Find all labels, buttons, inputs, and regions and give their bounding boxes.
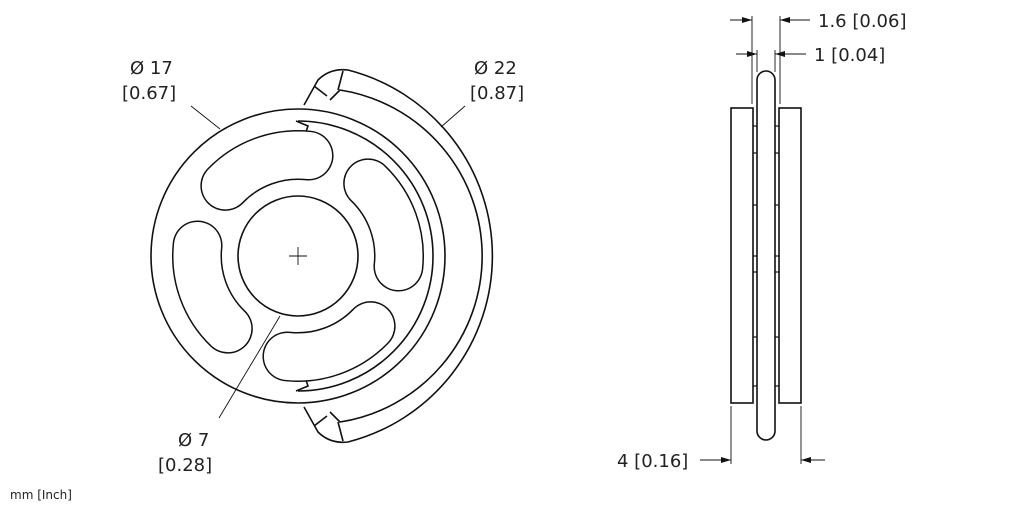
kidney-slot xyxy=(263,302,395,381)
dim-core-label: 1 [0.04] xyxy=(814,45,885,66)
front-view: Ø 17 [0.67] Ø 22 [0.87] Ø 7 [0.28] xyxy=(122,58,524,476)
kidney-slot xyxy=(201,131,333,210)
dim-ring-label: Ø 22 xyxy=(474,58,517,79)
kidney-slot xyxy=(344,159,423,291)
outer-ring-segment xyxy=(303,68,494,444)
notch-top xyxy=(295,120,309,133)
dim-outer-inch: [0.67] xyxy=(122,83,176,104)
leader-bore xyxy=(218,315,281,419)
kidney-slots xyxy=(172,130,424,382)
side-view: 1.6 [0.06] 1 [0.04] 4 [0.16] xyxy=(617,11,906,472)
dim-gap-label: 1.6 [0.06] xyxy=(818,11,906,32)
right-plate xyxy=(778,107,802,404)
dim-bore-inch: [0.28] xyxy=(158,455,212,476)
leader-outer xyxy=(190,105,221,130)
center-bore xyxy=(237,195,359,317)
dim-width-label: 4 [0.16] xyxy=(617,451,688,472)
center-mark-icon xyxy=(289,247,307,265)
disc-outline xyxy=(150,108,446,404)
dim-ring-inch: [0.87] xyxy=(470,83,524,104)
inner-ring-edge xyxy=(297,120,434,392)
left-plate xyxy=(730,107,754,404)
segment-ticks xyxy=(753,125,779,387)
kidney-slot xyxy=(173,221,252,353)
dim-bore-label: Ø 7 xyxy=(178,430,209,451)
leader-ring xyxy=(440,105,466,128)
dim-outer-label: Ø 17 xyxy=(130,58,173,79)
units-note: mm [Inch] xyxy=(10,488,72,502)
notch-bottom xyxy=(295,379,309,392)
center-core xyxy=(756,70,776,441)
